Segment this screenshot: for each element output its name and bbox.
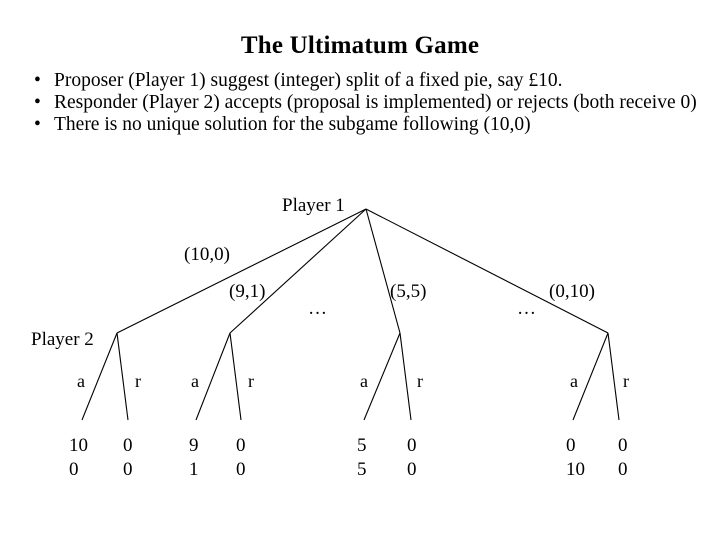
edge-root-to-subgame-3 — [365, 208, 401, 334]
ellipsis-left: … — [308, 298, 327, 319]
payoff-p2-subgame-4-reject: 0 — [618, 459, 628, 480]
edge-subgame-4-accept — [572, 332, 609, 421]
payoff-p2-subgame-1-accept: 0 — [69, 459, 79, 480]
bullet-text: There is no unique solution for the subg… — [54, 114, 531, 135]
action-label-accept-2: a — [191, 371, 199, 391]
bullet-text: Responder (Player 2) accepts (proposal i… — [54, 92, 697, 113]
action-label-reject-4: r — [623, 371, 629, 391]
branch-label-offer-2: (9,1) — [229, 281, 266, 302]
list-item: • Responder (Player 2) accepts (proposal… — [18, 92, 708, 114]
node-label-player-1: Player 1 — [282, 195, 345, 216]
edge-root-to-subgame-4 — [365, 208, 609, 334]
bullet-marker-icon: • — [34, 92, 41, 113]
edge-subgame-1-reject — [116, 332, 129, 421]
payoff-p2-subgame-3-accept: 5 — [357, 459, 367, 480]
payoff-p1-subgame-3-accept: 5 — [357, 435, 367, 456]
list-item: • There is no unique solution for the su… — [18, 114, 708, 136]
edge-subgame-2-accept — [195, 332, 231, 421]
action-label-accept-1: a — [77, 371, 85, 391]
action-label-reject-2: r — [248, 371, 254, 391]
payoff-p1-subgame-2-reject: 0 — [236, 435, 246, 456]
edge-subgame-3-reject — [399, 332, 412, 421]
edge-root-to-subgame-2 — [229, 208, 367, 334]
payoff-p2-subgame-1-reject: 0 — [123, 459, 133, 480]
branch-label-offer-3: (5,5) — [390, 281, 427, 302]
payoff-p1-subgame-1-reject: 0 — [123, 435, 133, 456]
bullet-text: Proposer (Player 1) suggest (integer) sp… — [54, 70, 563, 91]
bullet-marker-icon: • — [34, 70, 41, 91]
payoff-p2-subgame-3-reject: 0 — [407, 459, 417, 480]
payoff-p2-subgame-2-accept: 1 — [189, 459, 199, 480]
payoff-p2-subgame-2-reject: 0 — [236, 459, 246, 480]
payoff-p1-subgame-2-accept: 9 — [189, 435, 199, 456]
payoff-p1-subgame-4-reject: 0 — [618, 435, 628, 456]
ellipsis-right: … — [517, 298, 536, 319]
edge-subgame-2-reject — [229, 332, 242, 421]
action-label-accept-4: a — [570, 371, 578, 391]
action-label-reject-3: r — [417, 371, 423, 391]
list-item: • Proposer (Player 1) suggest (integer) … — [18, 70, 708, 92]
payoff-p2-subgame-4-accept: 10 — [566, 459, 585, 480]
payoff-p1-subgame-3-reject: 0 — [407, 435, 417, 456]
bullet-list: • Proposer (Player 1) suggest (integer) … — [18, 70, 708, 136]
action-label-reject-1: r — [135, 371, 141, 391]
edge-subgame-3-accept — [363, 332, 401, 421]
payoff-p1-subgame-4-accept: 0 — [566, 435, 576, 456]
action-label-accept-3: a — [360, 371, 368, 391]
edge-subgame-4-reject — [607, 332, 620, 421]
branch-label-offer-1: (10,0) — [184, 244, 230, 265]
page-title: The Ultimatum Game — [240, 32, 480, 59]
node-label-player-2: Player 2 — [31, 329, 94, 350]
edge-root-to-subgame-1 — [116, 208, 367, 334]
branch-label-offer-4: (0,10) — [549, 281, 595, 302]
payoff-p1-subgame-1-accept: 10 — [69, 435, 88, 456]
bullet-marker-icon: • — [34, 114, 41, 135]
